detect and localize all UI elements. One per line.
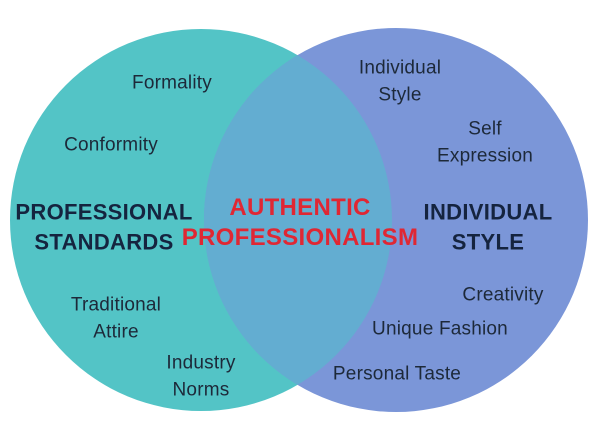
right-circle-title: INDIVIDUAL STYLE bbox=[423, 199, 553, 255]
item-traditional-attire: Traditional Attire bbox=[70, 294, 162, 342]
item-self-expression: Self Expression bbox=[437, 118, 533, 166]
item-formality: Formality bbox=[132, 72, 212, 94]
item-individual-style: Individual Style bbox=[358, 57, 442, 105]
item-personal-taste: Personal Taste bbox=[332, 363, 462, 385]
intersection-title: AUTHENTIC PROFESSIONALISM bbox=[181, 194, 419, 251]
item-industry-norms: Industry Norms bbox=[166, 352, 236, 400]
left-circle-title: PROFESSIONAL STANDARDS bbox=[15, 199, 193, 255]
intersection-region bbox=[204, 29, 392, 411]
item-unique-fashion: Unique Fashion bbox=[372, 318, 508, 340]
item-conformity: Conformity bbox=[64, 134, 158, 156]
item-creativity: Creativity bbox=[462, 284, 544, 306]
